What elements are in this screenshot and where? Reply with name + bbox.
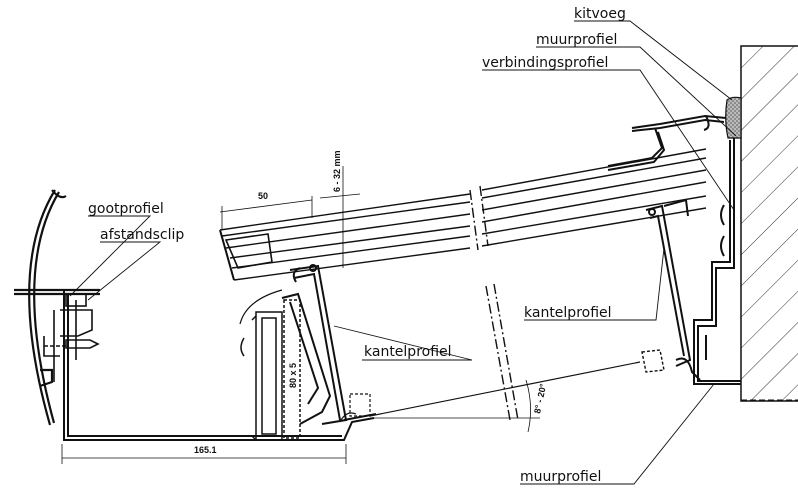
dimension-chamber: 80 x 5 [288,363,298,388]
label-kantelprofiel-left: kantelprofiel [364,344,452,360]
left-tilt-profile-drawing [239,264,348,425]
connection-profile-drawing [607,114,727,171]
panel-underside [339,361,641,423]
spacer-clip-drawing [43,293,100,382]
dimension-lines [61,166,540,464]
label-muurprofiel-bottom: muurprofiel [520,469,601,485]
base-frame-drawing [63,290,377,441]
chamber-drawing [240,299,301,441]
wall-profile-drawing [693,138,741,385]
dimension-angle: 8° - 20° [532,382,548,414]
wall [740,45,798,402]
label-kantelprofiel-right: kantelprofiel [524,305,612,321]
right-tilt-profile-drawing [641,198,701,381]
label-verbindingsprofiel: verbindingsprofiel [482,55,608,71]
label-gootprofiel: gootprofiel [88,201,164,217]
label-muurprofiel-top: muurprofiel [536,32,617,48]
dimension-panel-thickness: 6 - 32 mm [332,150,342,192]
leader-lines [69,20,737,485]
gutter-drawing [14,189,100,426]
glazing-panel [219,148,707,421]
sealant-joint [725,96,742,139]
dimension-width-bottom: 165.1 [194,445,217,455]
dimension-width-top: 50 [258,191,268,201]
label-afstandsclip: afstandsclip [100,227,184,243]
label-kitvoeg: kitvoeg [574,6,626,22]
